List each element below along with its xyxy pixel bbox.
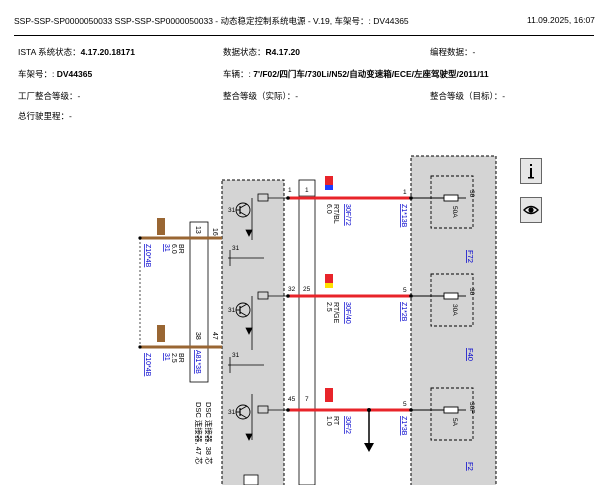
circuit-1-terminal: 30F/72 — [344, 204, 351, 226]
left-connector-id: A81*3B — [194, 350, 201, 374]
circuit-3-terminal: 30F/2 — [344, 416, 351, 434]
module-symbol — [243, 474, 259, 485]
module-pin-1: 1 — [288, 187, 292, 194]
header-divider — [14, 35, 594, 36]
circuit-3-size: 1.0 — [325, 416, 332, 426]
ground-wire-2-id: Z10*4B — [144, 353, 151, 377]
info-button[interactable] — [520, 158, 542, 184]
circuit-1-fuse-connector: Z1*13B — [400, 204, 407, 228]
circuit-2-fuse-box — [430, 273, 474, 327]
ground-wire-2 — [138, 325, 222, 349]
ground-wire-1 — [138, 218, 222, 240]
inner-label-5: 31 — [228, 409, 236, 416]
data-status: 数据状态：R4.17.20 — [223, 47, 301, 57]
circuit-2-connector-pin: 5 — [403, 287, 407, 294]
ground-wire-1-color: BR — [177, 244, 184, 254]
fuse-box — [410, 155, 497, 485]
circuit-3-color: RT — [332, 416, 339, 426]
module-pin-32: 32 — [288, 286, 296, 293]
ground-pin-2: 38 — [194, 332, 201, 340]
ground-wire-2-term: 31 — [163, 353, 170, 361]
circuit-1-connector-pin: 1 — [403, 189, 407, 196]
left-connector — [189, 221, 209, 383]
circuit-2-fuse-element — [443, 292, 459, 300]
circuit-2-fuse-connector: Z1*2B — [400, 302, 407, 322]
circuit-2-start-node — [286, 294, 290, 298]
ground-wire-1-term: 31 — [163, 244, 170, 252]
vehicle: 车辆：: 7'/F02/四门车/730Li/N52/自动变速箱/ECE/左座驾驶… — [223, 69, 489, 79]
inner-label-2: 31 — [232, 245, 240, 252]
left-connector-top: 13 — [194, 226, 201, 234]
eye-icon — [523, 205, 539, 215]
target-level: 整合等级（目标）：- — [430, 91, 506, 101]
actual-level: 整合等级（实际）：- — [223, 91, 299, 101]
ground-wire-1-id: Z10*4B — [144, 244, 151, 268]
ista-status: ISTA 系统状态：4.17.20.18171 — [18, 47, 136, 57]
circuit-3-tag-stripe — [325, 397, 333, 402]
circuit-3-amps: 5A — [451, 418, 458, 427]
circuit-3-tag — [325, 388, 333, 397]
circuit-3-fuse-element — [443, 406, 459, 414]
circuit-1-fuse-element — [443, 194, 459, 202]
module-pin-47: 47 — [211, 332, 218, 340]
circuit-1-tag-stripe — [325, 185, 333, 190]
info-icon — [528, 164, 534, 179]
ground-pin-1: 16 — [211, 228, 218, 236]
circuit-1-tag — [325, 176, 333, 185]
window-title: SSP-SSP-SP0000050033 SSP-SSP-SP000005003… — [14, 16, 409, 26]
circuit-1-size: 6.0 — [325, 204, 332, 214]
circuit-3-fuse-id: F2 — [466, 462, 475, 471]
inner-label-4: 31 — [232, 352, 240, 359]
factory-level: 工厂整合等级：- — [18, 91, 81, 101]
circuit-2-color: RT/GE — [332, 302, 339, 324]
circuit-2-fuse-id: F40 — [466, 348, 475, 361]
circuit-2-tag — [325, 274, 333, 283]
connector-pin-7: 7 — [305, 396, 309, 403]
view-button[interactable] — [520, 197, 542, 223]
circuit-1-amps: 50A — [451, 206, 458, 218]
circuit-1-fuse-pin: 30 — [468, 190, 475, 198]
circuit-2-terminal: 30F/40 — [344, 302, 351, 324]
circuit-2-fuse-pin: 30 — [468, 288, 475, 296]
vin: 车架号：: DV44365 — [18, 69, 93, 79]
circuit-1-start-node — [286, 196, 290, 200]
circuit-1-fuse-id: F72 — [466, 250, 475, 263]
total-mileage: 总行驶里程：- — [18, 111, 72, 121]
circuit-3-connector-pin: 5 — [403, 401, 407, 408]
circuit-3-fuse-box — [430, 387, 474, 441]
inner-label-3: 31 — [228, 307, 236, 314]
middle-connector — [298, 179, 316, 485]
circuit-2-amps: 30A — [451, 304, 458, 316]
inner-label-1: 31 — [228, 207, 236, 214]
circuit-2-tag-stripe — [325, 283, 333, 288]
ground-wire-2-size: 2.5 — [170, 353, 177, 363]
circuit-1-fuse-box — [430, 175, 474, 229]
ground-wire-1-size: 6.0 — [170, 244, 177, 254]
dsc-connector-label-2: DSC 连接器, 38 芯 — [204, 402, 214, 465]
connector-pin-1: 1 — [305, 187, 309, 194]
programming-data: 编程数据：- — [430, 47, 476, 57]
circuit-3-fuse-pin: 30F — [468, 402, 475, 413]
circuit-1-color: RT/BL — [332, 204, 339, 224]
dsc-connector-label: DSC 连接器, 47 芯 — [194, 402, 204, 465]
connector-pin-25: 25 — [303, 286, 311, 293]
circuit-2-size: 2.5 — [325, 302, 332, 312]
dsc-module — [221, 179, 285, 485]
module-pin-45: 45 — [288, 396, 296, 403]
datetime: 11.09.2025, 16:07 — [527, 15, 595, 25]
ground-wire-2-color: BR — [177, 353, 184, 363]
circuit-3-fuse-connector: Z1*3B — [400, 416, 407, 436]
circuit-3-start-node — [286, 408, 290, 412]
wiring-diagram: Z10*4B 31 6.0 BR Z10*4B 31 2.5 BR 13 16 … — [138, 155, 497, 485]
